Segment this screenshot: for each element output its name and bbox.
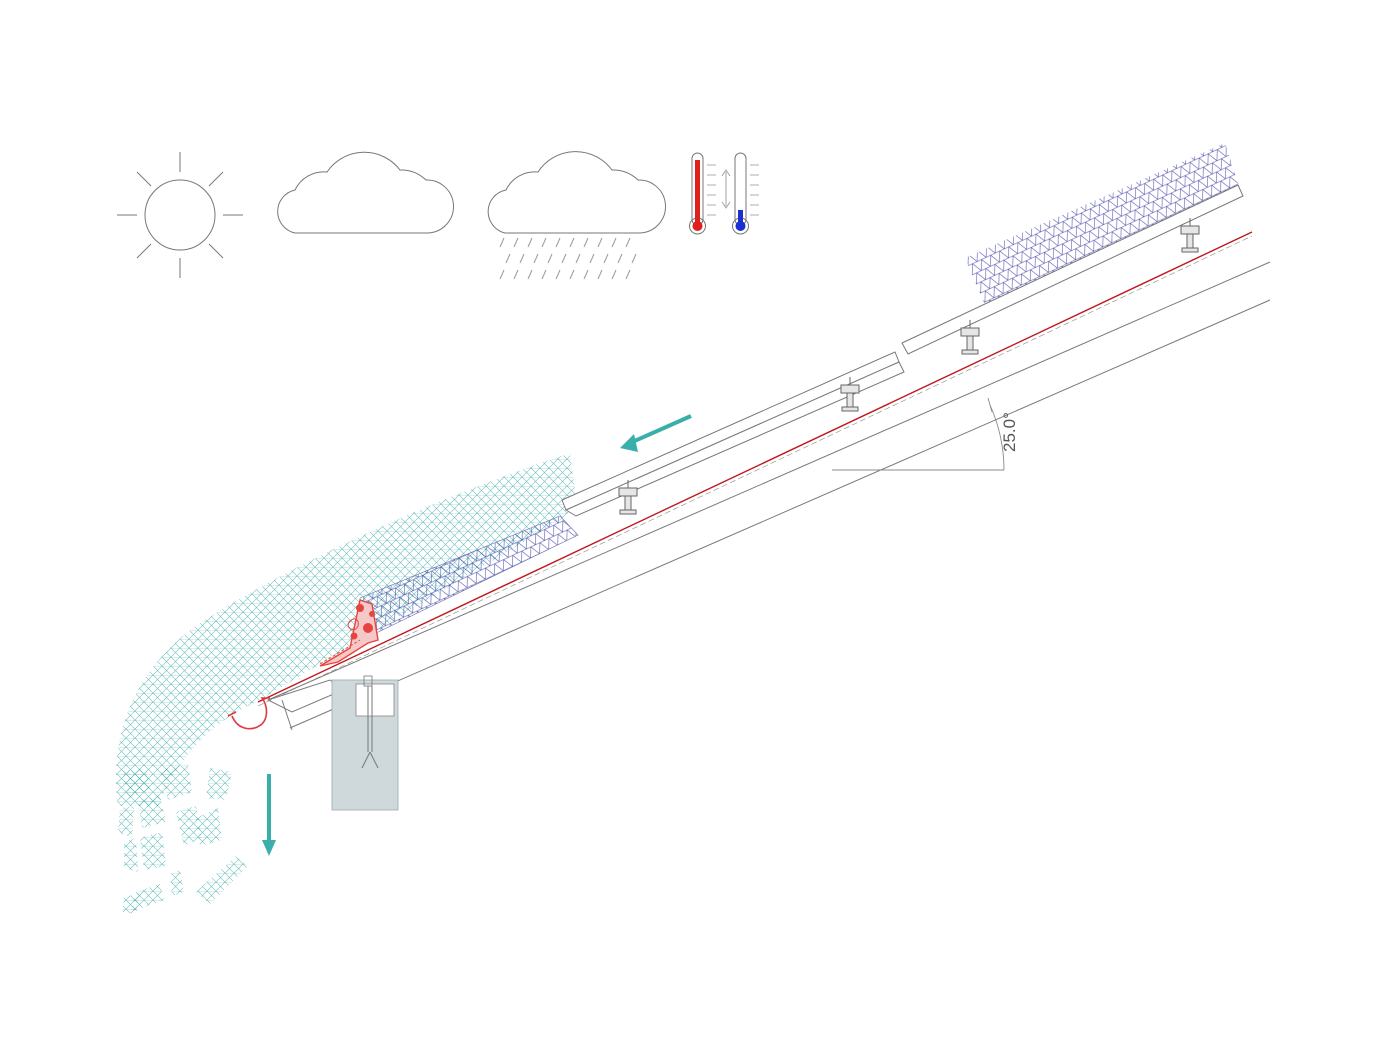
rain-streak xyxy=(527,237,533,248)
rain-streak xyxy=(603,253,609,264)
roof-membrane xyxy=(257,231,1253,707)
rain-streak xyxy=(513,237,519,248)
rain-streak xyxy=(499,237,505,248)
rain-streak xyxy=(597,269,603,280)
rain-streak xyxy=(625,237,631,248)
rain-streak xyxy=(611,269,617,280)
rain-streak xyxy=(611,237,617,248)
rain-streak xyxy=(555,237,561,248)
rain-streak xyxy=(589,253,595,264)
roof-deck xyxy=(267,261,1271,731)
snow-overhang xyxy=(115,453,577,806)
thermometer-cold-icon xyxy=(732,152,759,235)
rain-streak xyxy=(533,253,539,264)
angle-label: 25.0° xyxy=(1000,412,1019,452)
rain-streak xyxy=(575,253,581,264)
cloud-icon xyxy=(277,151,454,234)
rain-streak xyxy=(513,269,519,280)
rain-streak xyxy=(541,269,547,280)
fall-direction-arrow xyxy=(262,774,276,856)
rain-streak xyxy=(569,269,575,280)
rain-streak xyxy=(569,237,575,248)
rain-streak xyxy=(505,253,511,264)
angle-dimension xyxy=(832,397,1005,471)
rain-streak xyxy=(527,269,533,280)
sun-icon xyxy=(117,152,243,278)
rain-streak xyxy=(617,253,623,264)
snow-layer-upper xyxy=(965,143,1240,305)
mounting-bracket xyxy=(1180,218,1200,253)
panel-mounting-brackets xyxy=(618,218,1200,515)
mounting-bracket xyxy=(960,320,980,355)
rain-cloud-icon xyxy=(487,151,666,280)
temperature-swing-arrow-icon xyxy=(721,169,731,209)
rain-streak xyxy=(547,253,553,264)
wall-post xyxy=(331,675,399,811)
thermometer-hot-icon xyxy=(689,152,716,235)
rain-streak xyxy=(631,253,637,264)
rain-streak xyxy=(519,253,525,264)
rain-streak xyxy=(597,237,603,248)
ice-dam xyxy=(319,599,379,667)
rain-streak xyxy=(583,269,589,280)
rain-streak xyxy=(499,269,505,280)
panel-row xyxy=(561,184,1244,517)
mounting-bracket xyxy=(618,480,638,515)
rain-streak xyxy=(555,269,561,280)
gutter xyxy=(227,697,270,730)
rain-streak xyxy=(541,237,547,248)
rain-streak xyxy=(583,237,589,248)
rain-streak xyxy=(561,253,567,264)
rain-streak xyxy=(625,269,631,280)
falling-snow-chunks xyxy=(118,764,248,914)
slide-direction-arrow xyxy=(620,414,692,452)
mounting-bracket xyxy=(840,377,860,412)
